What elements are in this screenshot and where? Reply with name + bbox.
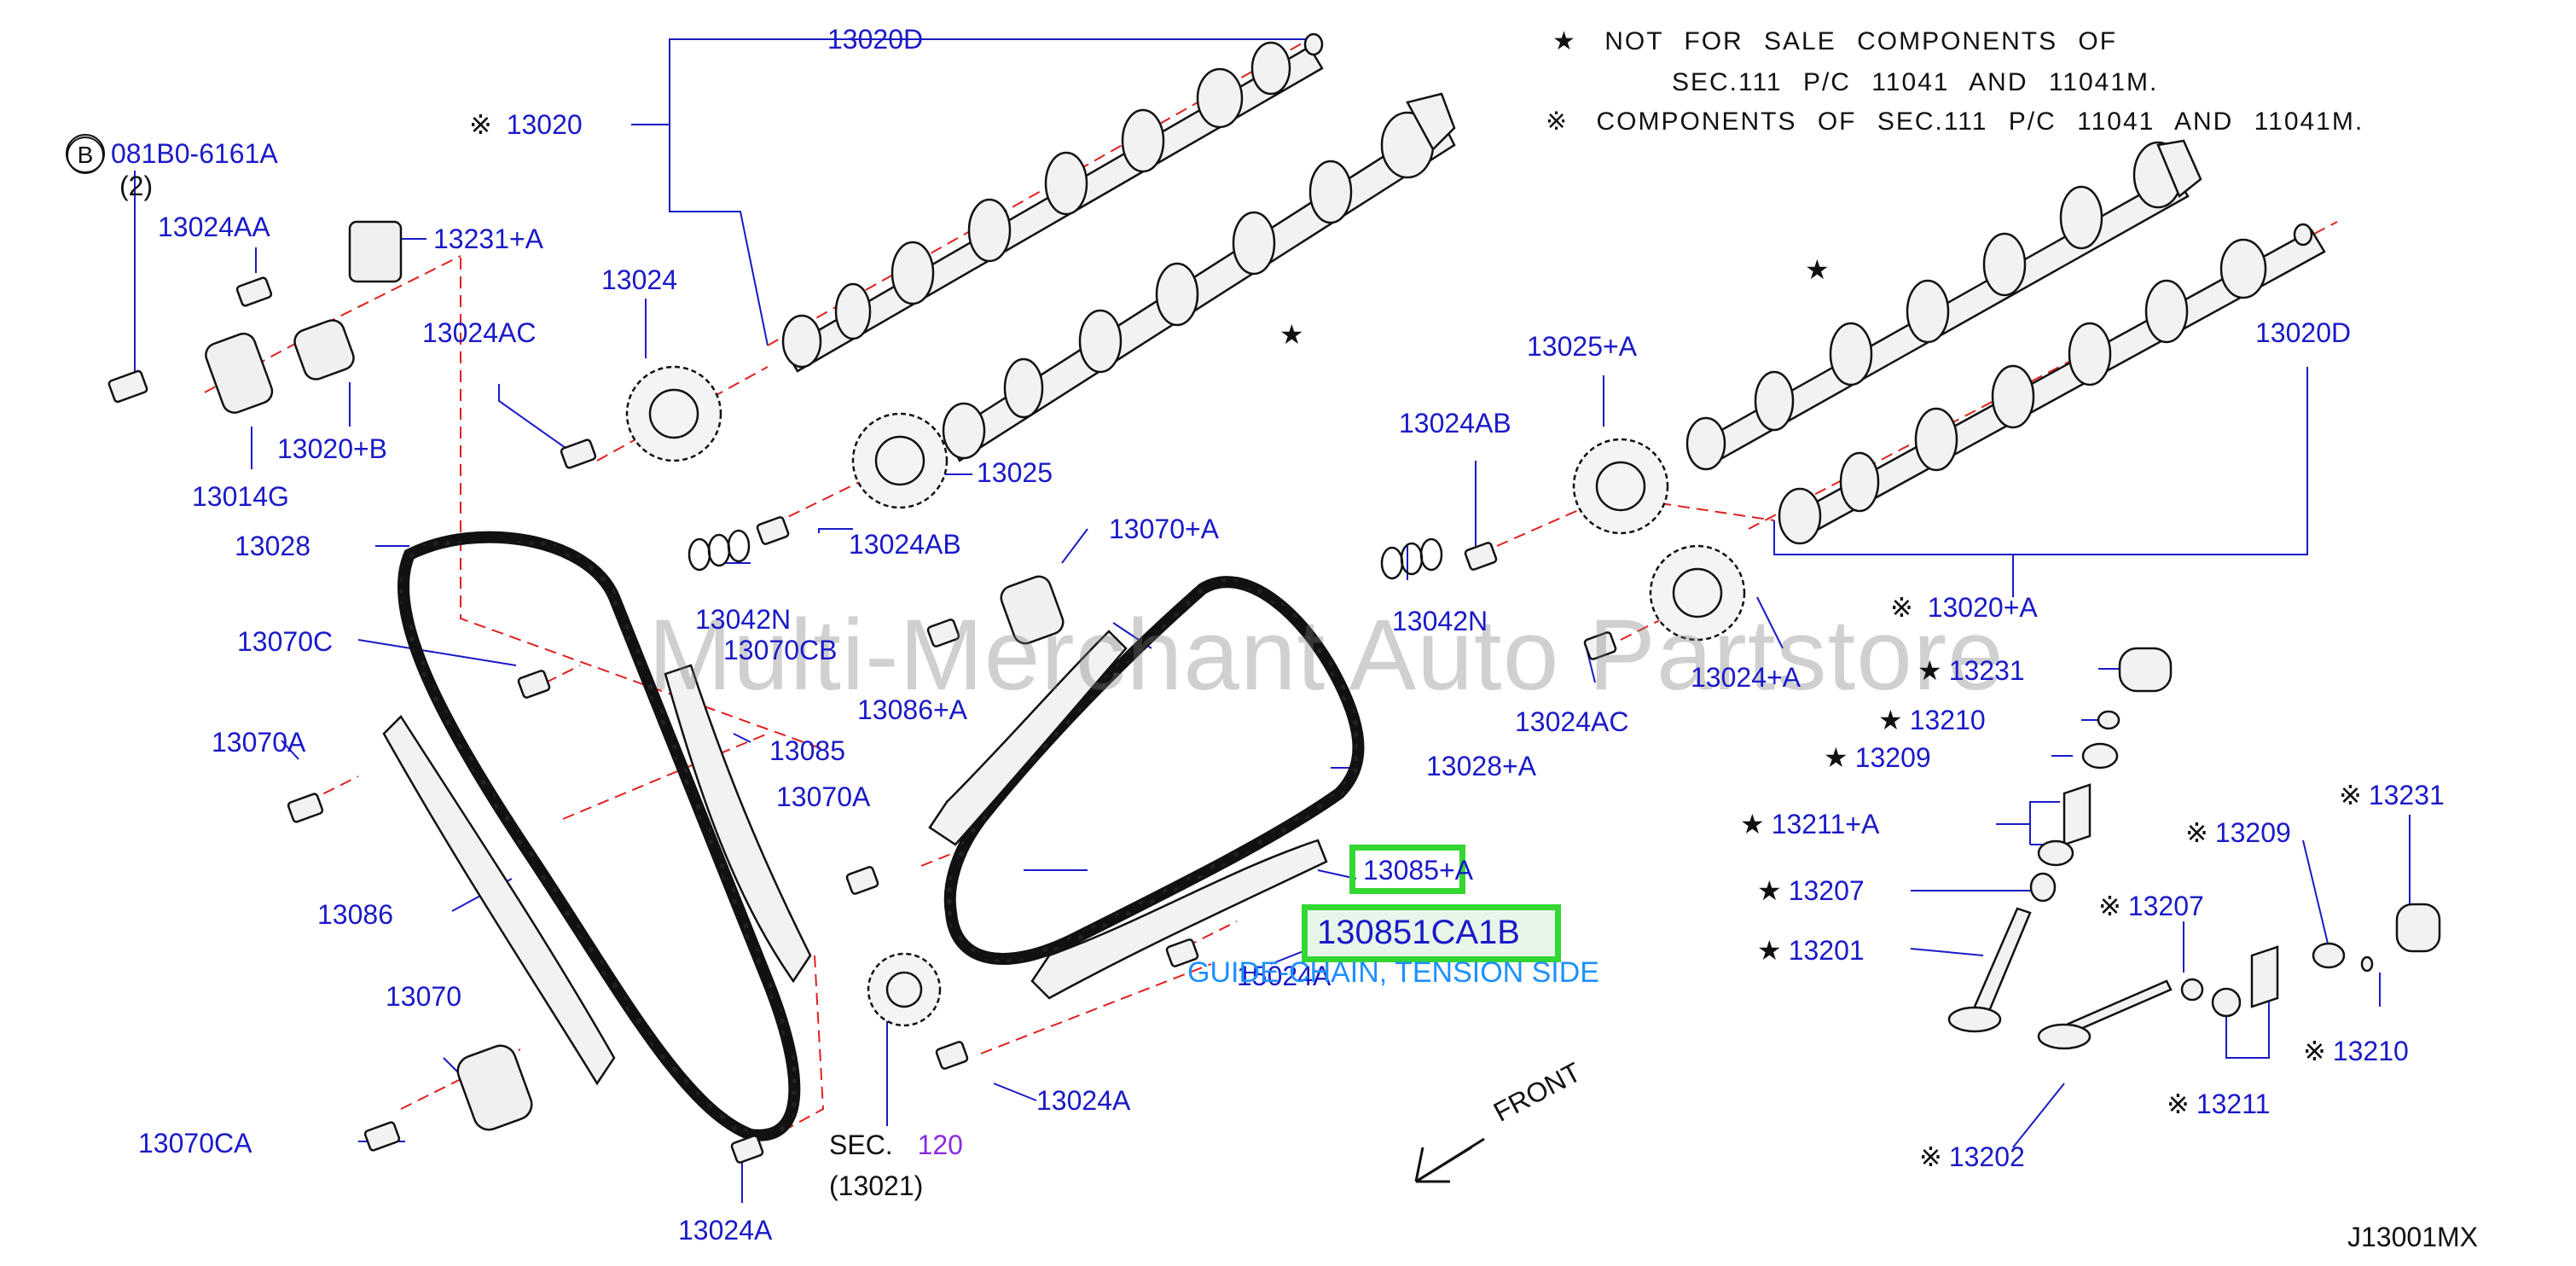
reference-mark-icon: ※ (1546, 107, 1569, 136)
callout-13024AB-right[interactable]: 13024AB (1399, 408, 1511, 438)
highlight-13085-A (1349, 845, 1465, 894)
callout-13042N-right[interactable]: 13042N (1392, 606, 1488, 636)
callout-13024AB-left[interactable]: 13024AB (849, 529, 961, 560)
reference-mark-icon: ※ (1890, 592, 1913, 623)
diagram-code: J13001MX (2347, 1222, 2478, 1252)
highlight-130851CA1B (1302, 904, 1561, 962)
callout-13210-star[interactable]: ★13210 (1878, 705, 1986, 735)
callout-13028[interactable]: 13028 (235, 531, 310, 561)
star-icon: ★ (1552, 27, 1577, 55)
callout-13086[interactable]: 13086 (317, 899, 393, 930)
callout-13207-ref[interactable]: ※13207 (2098, 891, 2204, 921)
reference-mark-icon: ※ (2185, 817, 2208, 848)
callout-13202-ref[interactable]: ※13202 (1919, 1141, 2025, 1172)
callout-13201-star[interactable]: ★13201 (1757, 935, 1865, 966)
sec-reference[interactable]: SEC. 120 (829, 1130, 963, 1160)
sec-13021: (13021) (829, 1170, 924, 1201)
timing-chain-left-inner (400, 533, 798, 1139)
part-number-130851CA1B[interactable]: 130851CA1B (1317, 914, 1520, 951)
callout-13070-A-top[interactable]: 13070+A (1109, 514, 1220, 544)
callout-13024AA[interactable]: 13024AA (158, 212, 270, 242)
washers (688, 529, 1443, 580)
callout-13024AC-left[interactable]: 13024AC (422, 317, 537, 348)
star-icon: ★ (1757, 935, 1782, 966)
callout-13024[interactable]: 13024 (601, 264, 677, 295)
star-icon: ★ (1917, 655, 1942, 686)
callout-13086-A[interactable]: 13086+A (857, 694, 968, 725)
camshaft-left-bank (781, 32, 1324, 373)
callout-13207-star[interactable]: ★13207 (1757, 875, 1865, 906)
star-icon: ★ (1824, 742, 1848, 773)
callout-13070A-left[interactable]: 13070A (212, 727, 306, 758)
reference-mark-icon: ※ (1919, 1141, 1942, 1172)
camshaft-right-bank (1685, 139, 2202, 471)
star-icon: ★ (1757, 875, 1782, 906)
callout-13020[interactable]: ※ 13020 (469, 109, 583, 140)
front-arrow-icon (1414, 1137, 1485, 1183)
callout-13209-ref[interactable]: ※13209 (2185, 817, 2291, 848)
bolts (107, 276, 1617, 1164)
callout-13020D-top[interactable]: 13020D (827, 24, 924, 55)
circle-b-icon: B (67, 136, 104, 174)
callout-13085-A[interactable]: 13085+A (1363, 855, 1474, 886)
callout-13231-ref[interactable]: ※13231 (2339, 780, 2445, 810)
chain-guides (382, 630, 1328, 1086)
callout-13231-A[interactable]: 13231+A (433, 224, 544, 254)
reference-mark-icon: ※ (469, 109, 492, 140)
callout-13070[interactable]: 13070 (386, 981, 461, 1012)
callout-13025[interactable]: 13025 (977, 457, 1053, 488)
callout-13231-star[interactable]: ★13231 (1917, 655, 2025, 686)
callout-13210-ref[interactable]: ※13210 (2303, 1036, 2409, 1066)
reference-mark-icon: ※ (2098, 891, 2121, 921)
tensioners (205, 220, 1065, 1131)
callout-13085[interactable]: 13085 (769, 735, 845, 766)
part-description: GUIDE-CHAIN, TENSION SIDE (1187, 956, 1599, 989)
callout-13024AC-right[interactable]: 13024AC (1515, 706, 1629, 737)
reference-mark-icon: ※ (2339, 780, 2362, 810)
note-not-for-sale: ★ NOT FOR SALE COMPONENTS OF (1552, 27, 2117, 56)
camshaft-right-bank-2 (1778, 223, 2326, 545)
callout-13028-A[interactable]: 13028+A (1426, 751, 1537, 781)
star-marker-camshaft-right: ★ (1805, 254, 1830, 285)
callout-13070A-mid[interactable]: 13070A (776, 781, 871, 812)
callout-13020D-right[interactable]: 13020D (2255, 317, 2352, 348)
callout-13211-A-star[interactable]: ★13211+A (1740, 809, 1880, 839)
callout-13014G[interactable]: 13014G (192, 481, 289, 512)
callout-081B0-qty: (2) (119, 171, 154, 201)
callout-13211-ref[interactable]: ※13211 (2167, 1089, 2271, 1119)
note-sec-line: SEC.111 P/C 11041 AND 11041M. (1672, 68, 2159, 96)
callout-13024A-bottom[interactable]: 13024A (678, 1215, 773, 1246)
valve-parts (1947, 647, 2441, 1050)
callout-13070C[interactable]: 13070C (237, 626, 334, 657)
reference-mark-icon: ※ (2167, 1089, 2190, 1119)
callout-13020-B[interactable]: 13020+B (277, 433, 388, 464)
watermark: Multi-Merchant Auto Partstore (648, 599, 2005, 711)
camshaft-left-bank-2 (942, 92, 1456, 462)
callout-13209-star[interactable]: ★13209 (1824, 742, 1931, 773)
callout-13024-A-right[interactable]: 13024+A (1691, 662, 1801, 693)
note-components: ※ COMPONENTS OF SEC.111 P/C 11041 AND 11… (1546, 107, 2364, 136)
callout-13024A-mid[interactable]: 13024A (1036, 1085, 1131, 1116)
note-line1: NOT FOR SALE COMPONENTS OF (1604, 27, 2118, 55)
callout-13020-A[interactable]: ※ 13020+A (1890, 592, 2038, 623)
callout-13025-A[interactable]: 13025+A (1527, 331, 1638, 362)
callout-13070CB[interactable]: 13070CB (723, 635, 838, 665)
callout-13070CA[interactable]: 13070CA (138, 1128, 252, 1159)
note-line3: COMPONENTS OF SEC.111 P/C 11041 AND 1104… (1596, 107, 2364, 136)
callout-13042N-left[interactable]: 13042N (695, 604, 792, 635)
callout-15024A[interactable]: 15024A (1237, 961, 1332, 991)
reference-mark-icon: ※ (2303, 1036, 2326, 1066)
star-icon: ★ (1878, 705, 1903, 735)
star-icon: ★ (1740, 809, 1765, 839)
sprockets (625, 365, 1746, 1027)
star-marker-camshaft-left: ★ (1279, 319, 1304, 350)
